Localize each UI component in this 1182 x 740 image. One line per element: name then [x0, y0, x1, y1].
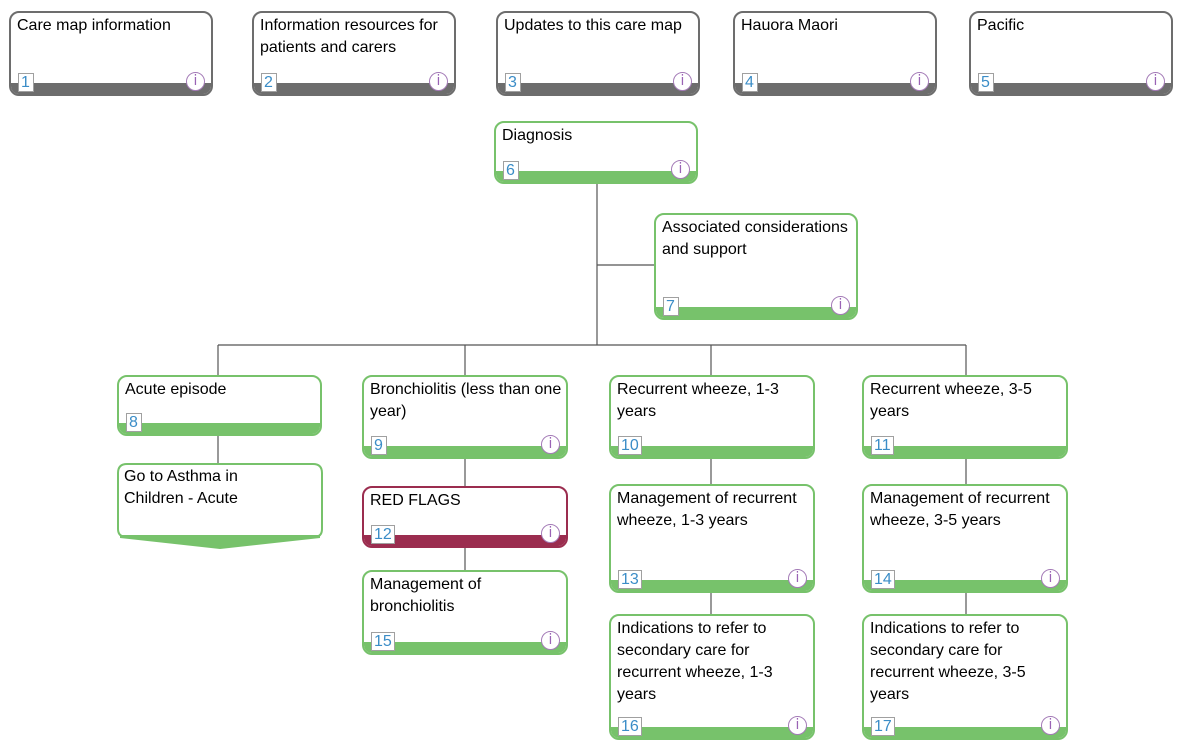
go-to-asthma-acute-link[interactable]: Go to Asthma in Children - Acute: [117, 463, 323, 550]
box-title: Associated considerations and support: [662, 219, 848, 258]
info-icon[interactable]: i: [429, 72, 448, 91]
acute-episode-box[interactable]: Acute episode 8: [117, 375, 322, 436]
pacific-box[interactable]: Pacific 5 i: [969, 11, 1173, 96]
management-bronchiolitis-box[interactable]: Management of bronchiolitis 15 i: [362, 570, 568, 655]
info-icon[interactable]: i: [673, 72, 692, 91]
box-bar: [498, 83, 698, 94]
box-title: Management of recurrent wheeze, 1-3 year…: [617, 490, 797, 529]
box-title: Information resources for patients and c…: [260, 17, 438, 56]
box-title: Diagnosis: [502, 127, 573, 144]
box-number: 6: [503, 161, 519, 180]
box-title: Indications to refer to secondary care f…: [870, 620, 1026, 703]
box-bar: [611, 727, 813, 738]
info-icon[interactable]: i: [541, 435, 560, 454]
box-bar: [364, 446, 566, 457]
box-title: RED FLAGS: [370, 492, 461, 509]
info-icon[interactable]: i: [1041, 569, 1060, 588]
box-title: Indications to refer to secondary care f…: [617, 620, 773, 703]
box-title: Recurrent wheeze, 3-5 years: [870, 381, 1032, 420]
box-title: Updates to this care map: [504, 17, 682, 34]
box-number: 5: [978, 73, 994, 92]
box-title: Pacific: [977, 17, 1025, 34]
box-number: 3: [505, 73, 521, 92]
box-number: 7: [663, 297, 679, 316]
indications-refer-1-3-box[interactable]: Indications to refer to secondary care f…: [609, 614, 815, 740]
link-box-title: Go to Asthma in Children - Acute: [124, 468, 238, 507]
box-bar: [119, 423, 320, 434]
diagnosis-box[interactable]: Diagnosis 6 i: [494, 121, 698, 184]
box-title: Bronchiolitis (less than one year): [370, 381, 562, 420]
box-number: 2: [261, 73, 277, 92]
red-flags-box[interactable]: RED FLAGS 12 i: [362, 486, 568, 548]
box-number: 9: [371, 436, 387, 455]
management-recurrent-wheeze-1-3-box[interactable]: Management of recurrent wheeze, 1-3 year…: [609, 484, 815, 593]
box-bar: [656, 307, 856, 318]
recurrent-wheeze-3-5-box[interactable]: Recurrent wheeze, 3-5 years 11: [862, 375, 1068, 459]
box-number: 4: [742, 73, 758, 92]
box-bar: [496, 171, 696, 182]
link-box-shape: [117, 463, 323, 549]
info-icon[interactable]: i: [831, 296, 850, 315]
box-number: 15: [371, 632, 395, 651]
box-number: 13: [618, 570, 642, 589]
hauora-maori-box[interactable]: Hauora Maori 4 i: [733, 11, 937, 96]
box-number: 12: [371, 525, 395, 544]
box-bar: [611, 580, 813, 591]
info-icon[interactable]: i: [910, 72, 929, 91]
box-bar: [864, 727, 1066, 738]
info-icon[interactable]: i: [541, 631, 560, 650]
box-bar: [364, 535, 566, 546]
box-number: 1: [18, 73, 34, 92]
info-icon[interactable]: i: [186, 72, 205, 91]
box-bar: [254, 83, 454, 94]
box-title: Management of recurrent wheeze, 3-5 year…: [870, 490, 1050, 529]
box-bar: [735, 83, 935, 94]
box-title: Recurrent wheeze, 1-3 years: [617, 381, 779, 420]
box-title: Management of bronchiolitis: [370, 576, 482, 615]
box-number: 17: [871, 717, 895, 736]
information-resources-box[interactable]: Information resources for patients and c…: [252, 11, 456, 96]
box-number: 16: [618, 717, 642, 736]
box-title: Care map information: [17, 17, 171, 34]
info-icon[interactable]: i: [671, 160, 690, 179]
box-bar: [864, 580, 1066, 591]
care-map-information-box[interactable]: Care map information 1 i: [9, 11, 213, 96]
info-icon[interactable]: i: [1041, 716, 1060, 735]
box-title: Hauora Maori: [741, 17, 838, 34]
box-bar: [864, 446, 1066, 457]
box-bar: [971, 83, 1171, 94]
info-icon[interactable]: i: [1146, 72, 1165, 91]
box-bar: [611, 446, 813, 457]
box-number: 11: [871, 436, 894, 455]
management-recurrent-wheeze-3-5-box[interactable]: Management of recurrent wheeze, 3-5 year…: [862, 484, 1068, 593]
bronchiolitis-box[interactable]: Bronchiolitis (less than one year) 9 i: [362, 375, 568, 459]
updates-box[interactable]: Updates to this care map 3 i: [496, 11, 700, 96]
box-bar: [11, 83, 211, 94]
associated-considerations-box[interactable]: Associated considerations and support 7 …: [654, 213, 858, 320]
recurrent-wheeze-1-3-box[interactable]: Recurrent wheeze, 1-3 years 10: [609, 375, 815, 459]
box-number: 14: [871, 570, 895, 589]
info-icon[interactable]: i: [541, 524, 560, 543]
box-number: 8: [126, 413, 142, 432]
info-icon[interactable]: i: [788, 569, 807, 588]
box-number: 10: [618, 436, 642, 455]
box-bar: [364, 642, 566, 653]
indications-refer-3-5-box[interactable]: Indications to refer to secondary care f…: [862, 614, 1068, 740]
box-title: Acute episode: [125, 381, 227, 398]
info-icon[interactable]: i: [788, 716, 807, 735]
